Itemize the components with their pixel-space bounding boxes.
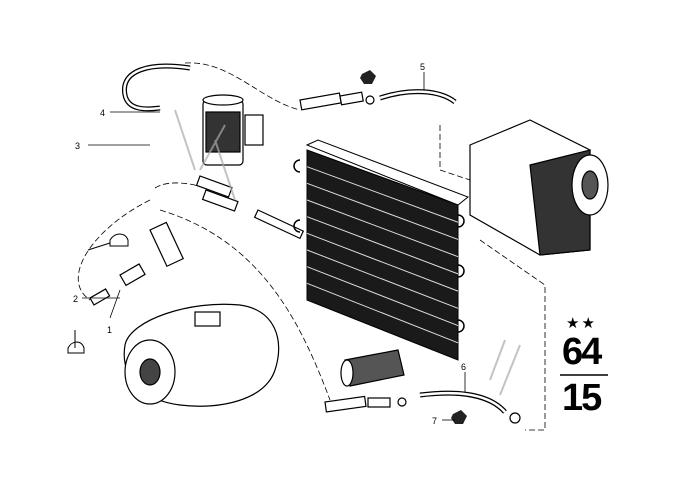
fittings [89,91,521,424]
group-main-number: 64 [562,331,602,373]
callout-6: 6 [461,362,466,372]
receiver-drier [202,94,264,166]
clips [67,233,129,354]
callout-2: 2 [73,294,78,304]
condenser-fin [306,232,459,292]
condenser-fin [306,166,459,223]
condenser [293,139,469,361]
callout-1: 1 [107,325,112,335]
callout-7: 7 [432,416,437,426]
callout-4: 4 [100,108,105,118]
nuts [360,70,467,424]
insulating-sleeve [340,349,405,387]
condenser-fin [306,199,459,258]
compressor [123,303,280,407]
condenser-fin [306,249,459,309]
callout-3: 3 [75,141,80,151]
watermark [174,109,521,396]
callout-leaders [82,72,466,421]
evaporator-housing [469,119,609,256]
callout-labels: 1 2 3 4 5 6 7 [73,62,466,426]
group-stars: ★★ [566,315,597,332]
callout-5: 5 [420,62,425,72]
dashed-guides [78,62,546,431]
condenser-fin [306,266,459,327]
condenser-fin [306,216,459,275]
condenser-fin [306,182,459,240]
condenser-fin [306,282,459,344]
group-sub-number: 15 [562,377,602,419]
